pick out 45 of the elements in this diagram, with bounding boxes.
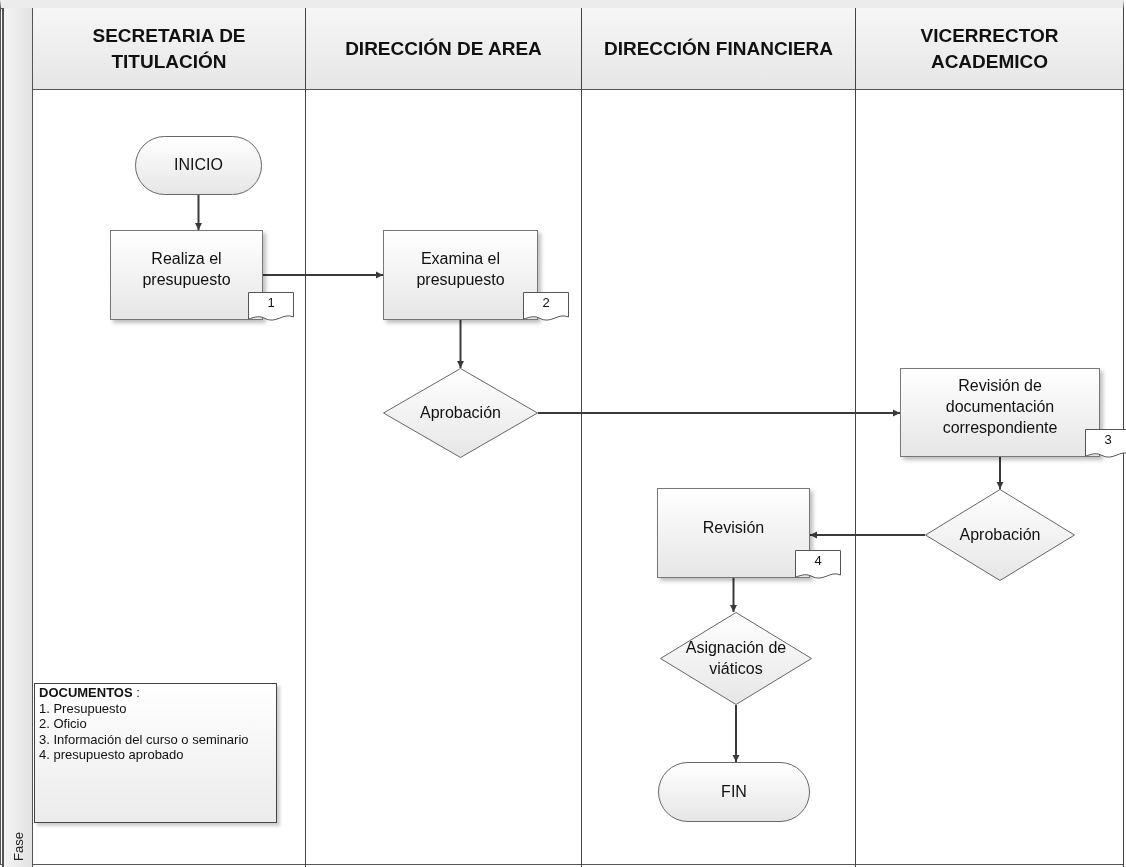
arrow xyxy=(730,577,737,613)
swimlane xyxy=(33,8,306,867)
arrow xyxy=(195,194,202,231)
node-label: FIN xyxy=(721,781,747,802)
decision-diamond xyxy=(925,489,1075,581)
arrow xyxy=(732,704,740,763)
note-text: DOCUMENTOS : xyxy=(39,685,140,701)
arrow xyxy=(457,319,464,369)
arrow xyxy=(537,409,901,417)
document-icon: 3 xyxy=(1085,429,1126,459)
note-text: 4. presupuesto aprobado xyxy=(39,747,184,763)
process-box xyxy=(383,230,538,320)
process-box xyxy=(900,368,1100,457)
lane-title: DIRECCIÓN FINANCIERA xyxy=(603,36,834,61)
swimlane xyxy=(856,8,1124,867)
swimlane xyxy=(582,8,856,867)
document-icon: 4 xyxy=(795,550,841,580)
decision-diamond xyxy=(660,612,812,705)
node-label: Revisión xyxy=(702,517,765,538)
decision-label: Aprobación xyxy=(420,402,501,423)
document-icon: 1 xyxy=(248,292,294,322)
phase-band xyxy=(2,8,33,867)
decision-label: Asignación de viáticos xyxy=(684,637,788,679)
decision-label: Aprobación xyxy=(959,524,1041,545)
note-text: 1. Presupuesto xyxy=(39,700,127,717)
note-text: 3. Información del curso o seminario xyxy=(39,731,249,748)
lane-title: SECRETARIA DE TITULACIÓN xyxy=(91,23,247,74)
terminal-shape xyxy=(658,762,810,822)
process-box xyxy=(110,230,263,320)
node-label: Examina el presupuesto xyxy=(415,249,506,290)
decision-diamond xyxy=(383,368,538,458)
lane-title: VICERRECTOR ACADEMICO xyxy=(919,23,1060,74)
arrow xyxy=(996,456,1004,490)
note-text: 2. Oficio xyxy=(39,716,87,732)
node-label: Realiza el presupuesto xyxy=(141,249,232,290)
node-label: Revisión de documentación correspondiente xyxy=(941,376,1059,438)
arrow xyxy=(809,531,926,539)
phase-label: Fase xyxy=(10,832,26,861)
note-box xyxy=(34,683,277,823)
document-icon: 2 xyxy=(523,292,569,322)
node-label: INICIO xyxy=(174,155,223,176)
arrow xyxy=(262,271,384,279)
swimlane xyxy=(306,8,582,867)
process-box xyxy=(657,488,810,578)
lane-title: DIRECCIÓN DE AREA xyxy=(345,36,542,61)
